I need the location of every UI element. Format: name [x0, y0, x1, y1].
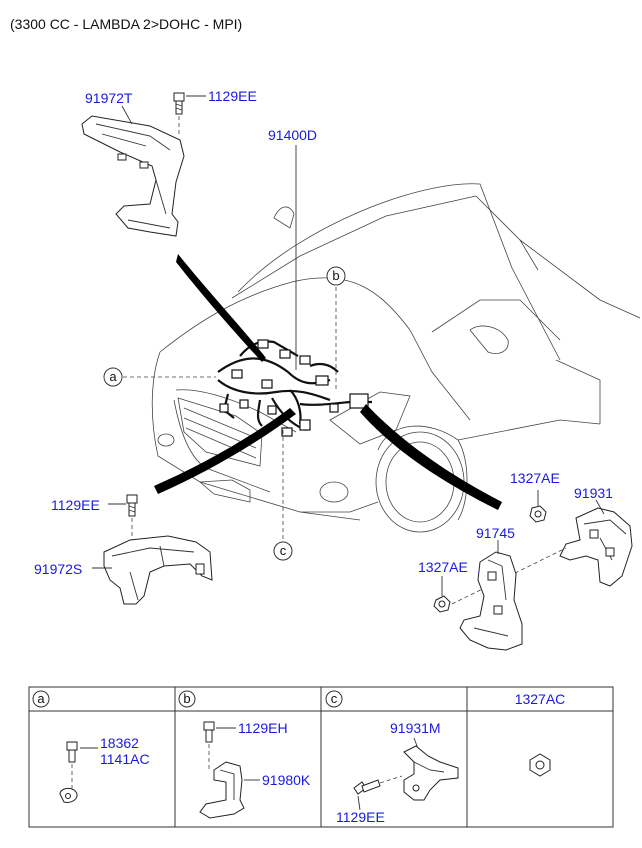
table-header-a[interactable]: a — [32, 690, 50, 708]
table-header-1327AC[interactable]: 1327AC — [515, 691, 566, 707]
main-wiring-harness[interactable] — [217, 339, 372, 437]
bracket-91931[interactable] — [559, 507, 633, 587]
parts-table — [28, 686, 614, 828]
bolt-1129EE-left[interactable] — [126, 494, 138, 517]
vehicle-outline — [151, 183, 641, 533]
callout-a[interactable]: a — [103, 367, 123, 387]
cell-c-bracket[interactable] — [403, 745, 459, 801]
label-1141AC[interactable]: 1141AC — [100, 751, 150, 767]
label-1129EE-cell-c[interactable]: 1129EE — [336, 809, 385, 825]
label-91931M[interactable]: 91931M — [390, 720, 441, 736]
table-header-b-label: b — [183, 691, 190, 706]
table-header-c[interactable]: c — [325, 690, 343, 708]
label-91972S[interactable]: 91972S — [34, 561, 82, 577]
callout-c[interactable]: c — [273, 541, 293, 561]
protector-91972T[interactable] — [81, 115, 185, 237]
cell-b-bracket[interactable] — [199, 761, 245, 819]
label-1129EE-top[interactable]: 1129EE — [208, 88, 257, 104]
label-91980K[interactable]: 91980K — [262, 772, 311, 788]
label-1327AE-lower[interactable]: 1327AE — [418, 559, 468, 575]
nut-1327AE-upper[interactable] — [529, 505, 547, 523]
table-header-c-label: c — [331, 691, 338, 706]
nut-1327AE-lower[interactable] — [433, 595, 451, 613]
leader-1129EE-cell-c — [357, 795, 361, 811]
label-91745[interactable]: 91745 — [476, 525, 515, 541]
label-18362[interactable]: 18362 — [100, 735, 139, 751]
cell-a-bolt[interactable] — [59, 741, 78, 803]
diagram-title: (3300 CC - LAMBDA 2>DOHC - MPI) — [10, 16, 242, 32]
leader-sweeps — [154, 254, 502, 510]
leader-91972T — [121, 105, 133, 125]
bracket-91745[interactable] — [459, 551, 523, 651]
cell-b-bolt[interactable] — [203, 721, 215, 770]
cell-c-bolt[interactable] — [353, 775, 403, 795]
bolt-1129EE-top[interactable] — [173, 92, 185, 115]
callout-c-label: c — [280, 543, 287, 558]
label-91400D[interactable]: 91400D — [268, 127, 317, 143]
label-91931[interactable]: 91931 — [574, 485, 613, 501]
callout-b-label: b — [332, 268, 339, 283]
callout-leaders — [123, 145, 337, 539]
cell-1327AC-nut[interactable] — [529, 753, 551, 777]
table-header-a-label: a — [37, 691, 45, 706]
leader-91931 — [595, 499, 605, 515]
callout-a-label: a — [109, 369, 117, 384]
protector-91972S[interactable] — [103, 535, 213, 605]
label-1129EE-left[interactable]: 1129EE — [51, 497, 100, 513]
label-1327AE-upper[interactable]: 1327AE — [510, 470, 560, 486]
table-header-b[interactable]: b — [178, 690, 196, 708]
callout-b[interactable]: b — [326, 266, 346, 286]
label-91972T[interactable]: 91972T — [85, 90, 133, 106]
label-1129EH[interactable]: 1129EH — [238, 720, 288, 736]
